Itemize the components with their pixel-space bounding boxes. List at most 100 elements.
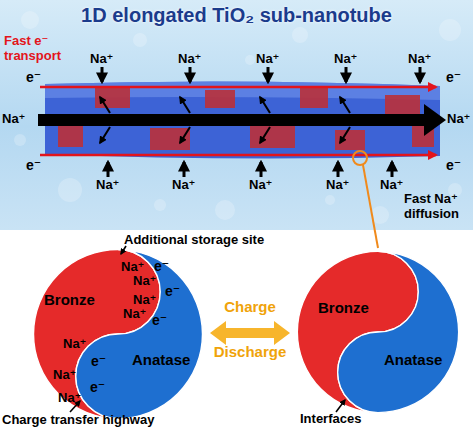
water-band (0, 0, 473, 230)
water-bubbles (14, 11, 462, 224)
annotation-label: Na⁺ (96, 178, 119, 193)
bronze-patch (300, 86, 328, 108)
water-bubbles (439, 19, 461, 41)
sodium-inflow-arrow (101, 67, 104, 82)
annotation-label: Na⁺ (408, 52, 431, 67)
sodium-inflow-arrow (267, 67, 270, 82)
sodium-inflow-arrow (107, 162, 110, 177)
water-bubbles (292, 27, 308, 43)
phase-outline (30, 246, 206, 422)
annotation-label: e⁻ (90, 380, 105, 396)
annotation-label: Na⁺ (133, 293, 156, 308)
bronze-patch (150, 128, 190, 150)
sodium-inflow-arrow (345, 67, 348, 82)
radial-arrow (180, 97, 190, 113)
annotation-label: Fast e⁻ transport (4, 34, 76, 63)
annotation-label: Interfaces (300, 412, 361, 427)
sodium-inflow-arrow (183, 162, 186, 177)
zoom-callout (353, 151, 367, 165)
sodium-inflow-arrow (337, 162, 340, 177)
radial-arrow (340, 97, 350, 113)
annotation-label: e⁻ (152, 313, 167, 329)
annotation-label: e⁻ (446, 70, 461, 86)
annotation-label: Na⁺ (380, 178, 403, 193)
annotation-label: Na⁺ (447, 112, 470, 127)
sodium-inflow-arrow (260, 162, 263, 177)
water-bubbles (58, 178, 82, 202)
annotation-label: Na⁺ (178, 52, 201, 67)
annotation-label: e⁻ (26, 158, 41, 174)
annotation-label: Additional storage site (124, 233, 264, 248)
anatase-phase: Anatase (30, 246, 206, 422)
sodium-inflow-arrow (391, 162, 394, 177)
annotation-label: Na⁺ (53, 368, 76, 383)
sodium-diffusion-arrow (38, 114, 426, 126)
sodium-inflow-arrow (419, 67, 422, 82)
sodium-diffusion-arrow (38, 104, 446, 136)
bronze-patch (250, 124, 295, 148)
annotation-label: Na⁺ (90, 52, 113, 67)
water-bubbles (154, 199, 166, 211)
bronze-patch (412, 125, 434, 147)
radial-arrow (260, 127, 270, 143)
annotation-label: Na⁺ (63, 337, 86, 352)
phase-fill (76, 250, 203, 419)
annotation-label: e⁻ (26, 70, 41, 86)
bronze-patch (205, 90, 235, 108)
edge-label: Charge (205, 299, 295, 316)
water-bubbles (245, 55, 255, 65)
radial-arrow (100, 127, 110, 143)
annotation-label: Na⁺ (121, 260, 144, 275)
sodium-inflow-arrow (102, 67, 420, 177)
annotation-label: e⁻ (91, 354, 106, 370)
electron-path (40, 86, 436, 89)
water-bubbles (325, 195, 335, 205)
transition-arrow (210, 321, 290, 345)
annotation-label: Discharge (210, 344, 290, 361)
annotation-label: Charge transfer highway (2, 413, 154, 428)
radial-arrow (100, 97, 110, 113)
anatase-phase: Anatase (294, 248, 462, 416)
bronze-patch (335, 130, 365, 150)
annotation-label: Na⁺ (123, 307, 146, 322)
phase-name: Anatase (132, 352, 190, 369)
sodium-diffusion-arrow (424, 104, 446, 136)
radial-arrow (260, 97, 270, 113)
annotation-label: Fast Na⁺ diffusion (404, 192, 473, 221)
bronze-patch (95, 88, 130, 108)
zoom-callout (353, 151, 378, 248)
annotation-label: Na⁺ (133, 274, 156, 289)
bronze-patch (385, 95, 420, 115)
water-bubbles (133, 33, 147, 47)
annotation-label: Na⁺ (58, 391, 81, 406)
tube-body (45, 81, 440, 158)
radial-arrow (180, 127, 190, 143)
electron-path (40, 87, 436, 155)
annotation-label: e⁻ (446, 158, 461, 174)
phase-name: Anatase (384, 352, 442, 369)
water-bubbles (215, 200, 235, 220)
annotation-label: e⁻ (154, 259, 169, 275)
radial-arrow (340, 127, 350, 143)
tube-body (45, 81, 440, 100)
annotation-label: Na⁺ (2, 112, 25, 127)
water-bubbles (21, 11, 39, 29)
annotation-label: e⁻ (165, 284, 180, 300)
phase-name: Bronze (318, 300, 369, 317)
phase-fill (338, 251, 459, 412)
electron-path (40, 154, 436, 157)
zoom-callout (363, 165, 378, 248)
water-bubbles (14, 134, 26, 146)
water-bubbles (371, 206, 389, 224)
annotation-label: Na⁺ (326, 178, 349, 193)
phase-name: Bronze (44, 292, 95, 309)
annotation-label: Na⁺ (334, 52, 357, 67)
sodium-inflow-arrow (189, 67, 192, 82)
annotation-label: Na⁺ (172, 178, 195, 193)
bronze-patch (58, 86, 434, 150)
phase-outline (294, 248, 462, 416)
diagram-title: 1D elongated TiO₂ sub-nanotube (0, 4, 473, 26)
tube-body (45, 81, 440, 158)
